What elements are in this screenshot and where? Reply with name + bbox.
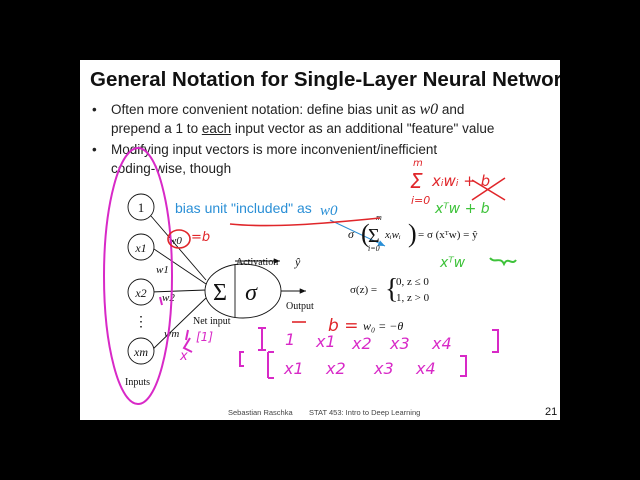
pen-sum-expr: xᵢwᵢ + b	[431, 172, 490, 190]
input-x1-label: x1	[134, 241, 146, 255]
eq1-term: xᵢwᵢ	[384, 229, 401, 241]
slide-title: General Notation for Single-Layer Neural…	[90, 68, 560, 91]
bias-node-label: 1	[138, 200, 145, 215]
weight-w0: w0	[169, 235, 182, 247]
pen-row2-x1: x1	[283, 359, 304, 378]
bullet-2-text: Modifying input vectors is more inconven…	[111, 140, 551, 178]
pen-stroke	[159, 296, 163, 306]
pen-outer-bracket-left	[239, 351, 244, 367]
footer-author: Sebastian Raschka	[228, 408, 293, 417]
pen-sum-bottom: i=0	[411, 194, 430, 207]
weight-wm: wm	[164, 328, 179, 340]
pen-row2-x3: x3	[373, 359, 394, 378]
pen-inner-bracket-right	[460, 355, 467, 377]
pen-b-label: b =	[328, 316, 358, 336]
bullet-2-line2: coding-wise, though	[111, 161, 232, 176]
pen-bracket-one: [1]	[196, 330, 213, 344]
bullet-1-line2b: input vector as an additional "feature" …	[231, 121, 495, 136]
input-xm-label: xm	[133, 345, 148, 359]
pen-sum-top: m	[413, 158, 423, 169]
edge-x2	[150, 289, 207, 293]
pen-row2-x2: x2	[325, 359, 346, 378]
eq1-rparen: )	[408, 219, 417, 248]
bullet-1-line2a: prepend a 1 to	[111, 121, 202, 136]
bias-annotation-arrow	[329, 219, 386, 247]
activation-label: Activation	[236, 257, 278, 268]
eq1-lower: i=0	[368, 244, 380, 253]
edge-xm	[150, 297, 207, 352]
pen-inner-bracket-left	[267, 351, 274, 379]
input-node-x2	[127, 278, 155, 306]
pen-inputs-oval	[103, 147, 173, 405]
pen-x-vec	[182, 329, 193, 353]
bullet-1-after: and	[438, 102, 465, 117]
bullet-dot: •	[92, 102, 97, 117]
footer-course: STAT 453: Intro to Deep Learning	[309, 408, 421, 417]
weight-w2: w2	[162, 292, 175, 304]
pen-w0-circle	[167, 229, 191, 249]
pen-row2-x4: x4	[415, 359, 436, 378]
pen-bracket-left	[258, 327, 266, 351]
inputs-label: Inputs	[125, 377, 150, 388]
pen-row1-x4: x4	[431, 334, 452, 353]
slide-diagram: 1 x1 x2 xm ⋮ w0 w1 w2 wm Σ σ Activation …	[103, 147, 517, 405]
pen-green-expr1: xᵀw + b	[434, 201, 490, 217]
bias-annotation-text: bias unit "included" as	[175, 200, 312, 216]
sigma-symbol: σ	[245, 280, 258, 306]
bullet-1-underlined: each	[201, 121, 232, 136]
eq2-lhs: σ(z) =	[350, 284, 377, 296]
bias-annotation: bias unit "included" as w0	[175, 200, 386, 247]
bias-node	[127, 193, 155, 221]
pen-strike	[471, 177, 506, 201]
pen-red-underline	[229, 217, 381, 227]
bullet-2-line1: Modifying input vectors is more inconven…	[111, 142, 438, 157]
eq3-w0: w₀ = −θ	[363, 319, 403, 333]
page-number: 21	[545, 406, 558, 418]
pen-bracket-right	[492, 329, 499, 353]
pen-magenta	[103, 147, 499, 405]
output-label: Output	[286, 301, 314, 312]
eq1-sum: Σ	[368, 225, 380, 247]
slide: General Notation for Single-Layer Neural…	[80, 60, 560, 420]
input-x2-label: x2	[134, 286, 146, 300]
pen-row1-one: 1	[285, 330, 295, 349]
net-input-label: Net input	[193, 316, 231, 327]
pen-eq-b: =b	[191, 230, 210, 245]
bullet-1-prefix: Often more convenient notation: define b…	[111, 102, 420, 117]
output-symbol: ŷ	[294, 255, 301, 269]
eq2-case1: 0, z ≤ 0	[396, 276, 429, 288]
pen-x-label: x	[179, 349, 188, 364]
eq1-sigma: σ	[348, 227, 355, 241]
bullet-1-text: Often more convenient notation: define b…	[111, 100, 551, 138]
edge-x1	[150, 246, 207, 285]
pen-green-expr2: xᵀw	[439, 255, 466, 271]
bullet-1-math: w0	[419, 101, 439, 118]
bullet-dot: •	[92, 142, 97, 157]
input-node-x1	[127, 233, 155, 261]
pen-row1-x1: x1	[315, 332, 336, 351]
vdots: ⋮	[134, 315, 148, 330]
pen-row1-x2: x2	[351, 334, 372, 353]
eq2-brace: {	[385, 274, 398, 305]
pen-sum-sigma: Σ	[410, 169, 423, 193]
neuron-node	[204, 263, 282, 319]
eq1-rhs: = σ (xᵀw) = ŷ	[418, 229, 478, 241]
weight-w1: w1	[156, 264, 169, 276]
pen-green-scribble	[489, 257, 517, 267]
pen-row1-x3: x3	[389, 334, 410, 353]
input-node-xm	[127, 337, 155, 365]
eq2-case2: 1, z > 0	[396, 292, 430, 304]
bias-annotation-math: w0	[320, 203, 338, 219]
eq1-lparen: (	[361, 219, 370, 248]
sum-symbol: Σ	[213, 280, 227, 306]
